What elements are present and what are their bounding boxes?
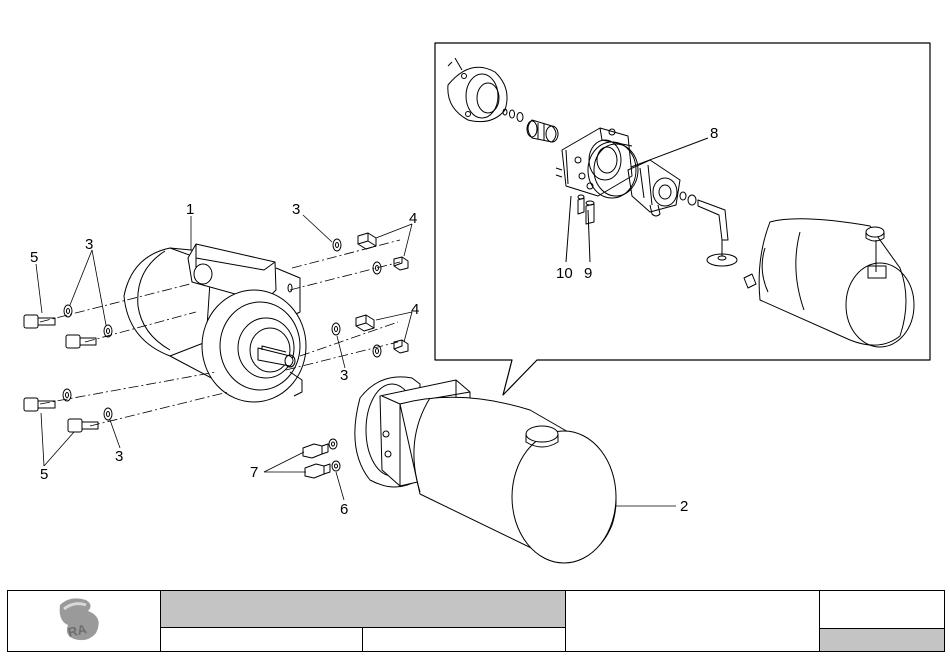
detail-inset <box>435 43 930 395</box>
hydraulic-tank <box>355 377 616 563</box>
title-field-revision <box>820 591 944 628</box>
fittings-7 <box>303 444 330 478</box>
bolt-5-lower <box>24 398 55 411</box>
title-field-sheet <box>820 628 944 651</box>
callout-3-bottom: 3 <box>115 448 123 465</box>
title-field-sub-right <box>363 628 566 651</box>
title-field-code <box>566 591 820 651</box>
company-logo: RA <box>8 591 161 651</box>
title-field-sub-left <box>161 628 363 651</box>
electric-motor <box>124 244 306 402</box>
title-block: RA <box>7 590 945 652</box>
callout-3-left: 3 <box>85 236 93 253</box>
exploded-parts-diagram: 1 2 3 3 3 3 4 4 5 5 6 7 8 9 10 <box>0 0 950 580</box>
callout-4-lower: 4 <box>411 301 419 318</box>
callout-5-upper: 5 <box>30 249 38 266</box>
callout-10: 10 <box>556 265 573 282</box>
callout-3-top: 3 <box>292 201 300 218</box>
bolt-5-upper <box>24 315 55 328</box>
callout-8: 8 <box>710 125 718 142</box>
callout-5-lower: 5 <box>40 466 48 483</box>
title-field-main <box>161 591 566 628</box>
logo-cell: RA <box>8 591 161 651</box>
callout-6: 6 <box>340 501 348 518</box>
callout-9: 9 <box>584 265 592 282</box>
nuts-4 <box>356 233 408 353</box>
callout-3-center: 3 <box>340 367 348 384</box>
callout-4-upper: 4 <box>409 210 417 227</box>
seals-6 <box>329 439 340 471</box>
callout-1: 1 <box>186 201 194 218</box>
callout-2: 2 <box>680 498 688 515</box>
bolt-5-mid <box>66 335 96 348</box>
callout-7: 7 <box>250 464 258 481</box>
